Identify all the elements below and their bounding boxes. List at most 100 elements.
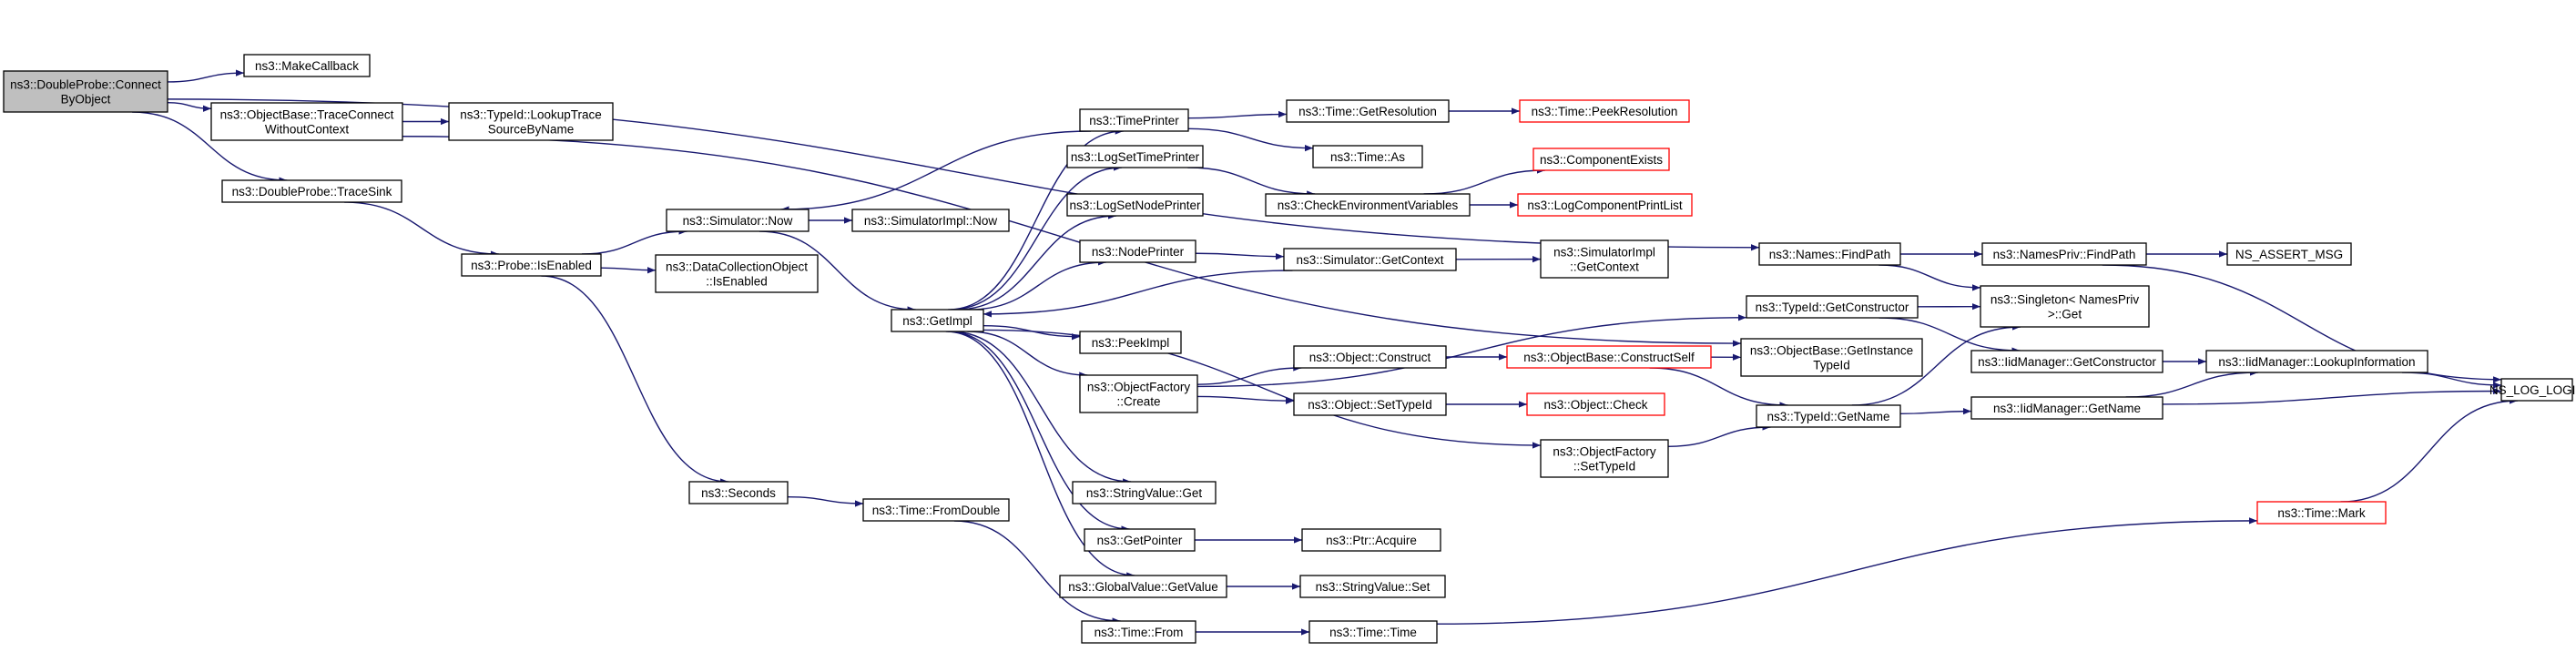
node-strget[interactable]: ns3::StringValue::Get [1072,481,1217,504]
edge-line [600,267,657,274]
node-strset[interactable]: ns3::StringValue::Set [1299,575,1446,598]
node-iidlookup[interactable]: ns3::IidManager::LookupInformation [2205,350,2428,373]
node-label: WithoutContext [265,123,350,137]
node-ofcreate[interactable]: ns3::ObjectFactory::Create [1079,374,1198,413]
node-obconstructself[interactable]: ns3::ObjectBase::ConstructSelf [1506,345,1712,369]
edge-iidgetname-to-iidlookup [2125,369,2258,398]
node-simgetctx[interactable]: ns3::Simulator::GetContext [1283,248,1457,271]
edge-getimpl-to-timeprinter [948,127,1124,311]
node-seconds[interactable]: ns3::Seconds [688,481,789,504]
node-peekres[interactable]: ns3::Time::PeekResolution [1519,99,1690,123]
edge-line [1195,252,1285,260]
node-label: ns3::ObjectBase::ConstructSelf [1523,351,1695,364]
edge-line [1899,408,1972,415]
node-label: ::SetTypeId [1573,460,1635,474]
node-label: SourceByName [488,123,575,137]
node-dcoenabled[interactable]: ns3::DataCollectionObject::IsEnabled [655,254,819,293]
node-iidgetctor[interactable]: ns3::IidManager::GetConstructor [1970,350,2164,373]
node-box [862,498,1010,522]
edge-getimpl-to-getpointer [947,331,1130,533]
node-nslog[interactable]: NS_LOG_LOGIC [2489,378,2576,402]
edge-tidgetctor-to-iidgetctor [1879,317,2021,354]
node-box [1308,620,1438,644]
node-gvgetvalue[interactable]: ns3::GlobalValue::GetValue [1059,575,1227,598]
edge-timeprinter-to-simnow [780,130,1091,213]
node-tidgetctor[interactable]: ns3::TypeId::GetConstructor [1746,295,1919,319]
node-label: ns3::Time::From [1095,626,1184,639]
node-simimplnow[interactable]: ns3::SimulatorImpl::Now [851,209,1010,232]
node-box [1084,528,1196,552]
call-edges [132,69,2518,636]
node-ofsettypeid[interactable]: ns3::ObjectFactory::SetTypeId [1540,439,1669,478]
edge-nodeprinter-to-simgetctx [1195,252,1285,260]
edge-timetime-to-timemark [1436,517,2258,625]
edge-line [1423,167,1545,195]
edge-line [759,230,916,313]
node-nodeprinter[interactable]: ns3::NodePrinter [1079,239,1196,263]
node-label: ::IsEnabled [706,275,768,289]
node-timeprinter[interactable]: ns3::TimePrinter [1079,108,1189,132]
node-tracesink[interactable]: ns3::DoubleProbe::TraceSink [221,179,402,203]
node-box [1265,193,1471,217]
node-logsettp[interactable]: ns3::LogSetTimePrinter [1066,145,1204,168]
node-fromdouble[interactable]: ns3::Time::FromDouble [862,498,1010,522]
node-peekimpl[interactable]: ns3::PeekImpl [1079,331,1182,354]
node-namesfind[interactable]: ns3::Names::FindPath [1758,242,1901,266]
node-npfind[interactable]: ns3::NamesPriv::FindPath [1981,242,2147,266]
node-compexists[interactable]: ns3::ComponentExists [1532,148,1670,171]
node-isenabled[interactable]: ns3::Probe::IsEnabled [461,253,602,277]
node-singleton[interactable]: ns3::Singleton< NamesPriv>::Get [1980,285,2150,328]
node-label: ns3::DataCollectionObject [666,260,808,274]
node-objcheck[interactable]: ns3::Object::Check [1526,392,1665,416]
edge-tidgetname-to-iidgetname [1899,408,1972,415]
node-simimplctx[interactable]: ns3::SimulatorImpl::GetContext [1540,239,1669,279]
node-tidgetname[interactable]: ns3::TypeId::GetName [1756,404,1901,428]
node-box [1746,295,1919,319]
node-tracecon[interactable]: ns3::ObjectBase::TraceConnectWithoutCont… [210,102,403,141]
node-getpointer[interactable]: ns3::GetPointer [1084,528,1196,552]
node-getres[interactable]: ns3::Time::GetResolution [1286,99,1450,123]
edge-obconstructself-to-tidgetname [1649,367,1788,409]
node-label: ns3::TypeId::GetConstructor [1756,301,1909,314]
edge-getimpl-to-logsetnp [955,212,1117,311]
edge-line [787,496,864,507]
node-logcpl[interactable]: ns3::LogComponentPrintList [1517,193,1693,217]
node-label: ns3::ObjectBase::TraceConnect [220,108,394,122]
node-ptracquire[interactable]: ns3::Ptr::Acquire [1301,528,1441,552]
node-timefrom[interactable]: ns3::Time::From [1081,620,1196,644]
node-label: ns3::MakeCallback [255,59,359,73]
node-box [1293,392,1447,416]
edge-tracecon-to-obgetinst [402,136,1742,347]
node-label: ns3::StringValue::Set [1316,580,1431,594]
node-simnow[interactable]: ns3::Simulator::Now [666,209,809,232]
edge-line [1851,323,2021,406]
node-box [1526,392,1665,416]
node-timeas[interactable]: ns3::Time::As [1312,145,1423,168]
node-iidgetname[interactable]: ns3::IidManager::GetName [1970,396,2164,420]
node-nsassert[interactable]: NS_ASSERT_MSG [2226,242,2352,266]
edge-line [948,127,1124,311]
node-box [2205,350,2428,373]
edge-iidgetname-to-nslog [2162,387,2502,405]
edge-isenabled-to-simnow [581,228,687,255]
node-label: ns3::Object::Construct [1309,351,1431,364]
node-logsetnp[interactable]: ns3::LogSetNodePrinter [1066,193,1204,217]
node-label: ns3::PeekImpl [1092,336,1170,350]
node-label: ns3::GlobalValue::GetValue [1068,580,1218,594]
node-label: ns3::GetPointer [1097,534,1183,547]
node-checkenv[interactable]: ns3::CheckEnvironmentVariables [1265,193,1471,217]
node-label: ns3::Object::SetTypeId [1308,398,1432,412]
node-getimpl[interactable]: ns3::GetImpl [891,309,984,332]
node-box [1981,242,2147,266]
node-box [1066,193,1204,217]
node-objconstruct[interactable]: ns3::Object::Construct [1293,345,1447,369]
node-box [1079,108,1189,132]
node-label: ns3::Probe::IsEnabled [471,259,592,272]
node-makecb[interactable]: ns3::MakeCallback [243,54,371,77]
node-timemark[interactable]: ns3::Time::Mark [2256,501,2387,525]
node-objsettypeid[interactable]: ns3::Object::SetTypeId [1293,392,1447,416]
node-timetime[interactable]: ns3::Time::Time [1308,620,1438,644]
